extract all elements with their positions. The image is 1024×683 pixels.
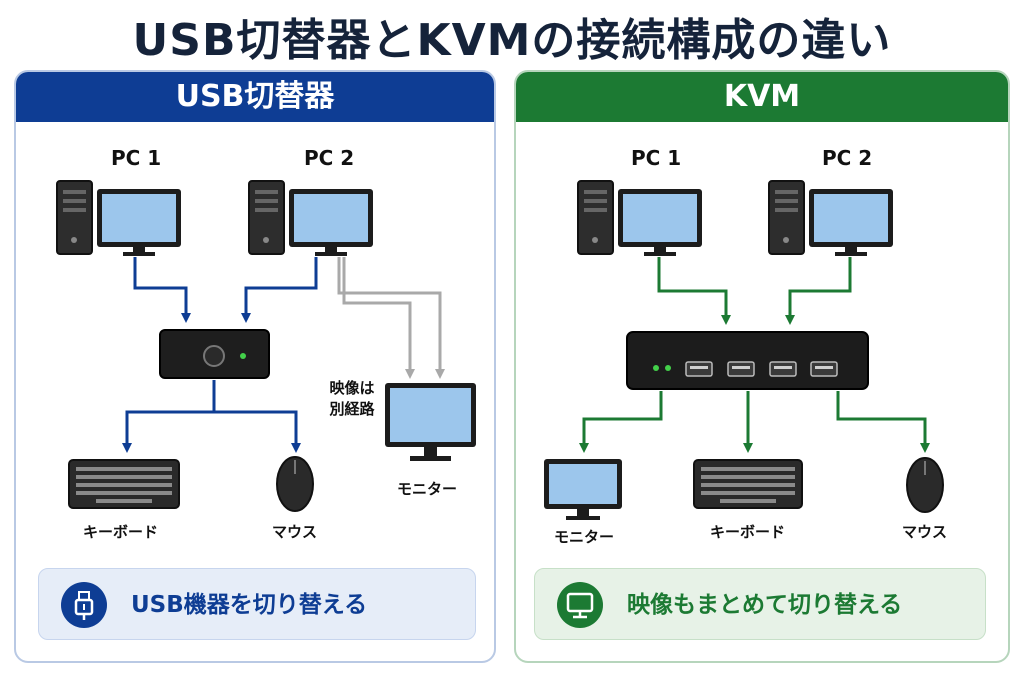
video-separate-note: 映像は別経路 — [329, 379, 375, 418]
usb-keyboard — [68, 459, 180, 509]
video-line-pc2 — [337, 257, 445, 379]
page-title: USB切替器とKVMの接続構成の違い — [132, 15, 892, 66]
kvm-summary-banner: 映像もまとめて切り替える — [534, 568, 986, 640]
power-button-icon — [203, 345, 225, 367]
kvm-line-monitor — [579, 391, 663, 453]
usb-keyboard-label: キーボード — [83, 523, 159, 541]
kvm-line-pc1 — [657, 257, 731, 325]
usb-switch-panel: USB切替器 — [14, 70, 496, 663]
kvm-panel-header: KVM — [516, 72, 1008, 122]
usb-monitor-label: モニター — [397, 480, 458, 498]
kvm-switch-device — [626, 331, 869, 390]
kvm-mouse-label: マウス — [902, 523, 948, 541]
usb-summary-banner: USB機器を切り替える — [38, 568, 476, 640]
usb-line-keyboard — [122, 380, 216, 453]
kvm-panel: KVM — [514, 70, 1010, 663]
kvm-mouse — [906, 457, 944, 513]
kvm-summary-text: 映像もまとめて切り替える — [627, 592, 903, 618]
usb-icon — [61, 582, 107, 628]
kvm-line-pc2 — [785, 257, 852, 325]
kvm-keyboard-label: キーボード — [710, 523, 786, 541]
kvm-pc1 — [577, 180, 702, 256]
kvm-line-mouse — [836, 391, 930, 453]
usb-mouse — [276, 456, 314, 512]
video-line-pc2-b — [342, 257, 415, 379]
usb-pc1 — [56, 180, 181, 256]
kvm-monitor-label: モニター — [554, 528, 615, 546]
monitor-icon — [557, 582, 603, 628]
usb-line-pc1 — [133, 257, 191, 323]
kvm-pc2 — [768, 180, 893, 256]
kvm-keyboard — [693, 459, 803, 509]
status-led-icon-2 — [665, 365, 671, 371]
usb-monitor — [385, 383, 476, 461]
usb-switch-device — [159, 329, 270, 379]
usb-pc1-label: PC 1 — [111, 146, 162, 170]
status-led-icon — [653, 365, 659, 371]
usb-panel-header: USB切替器 — [16, 72, 494, 122]
kvm-pc1-label: PC 1 — [631, 146, 682, 170]
kvm-pc2-label: PC 2 — [822, 146, 873, 170]
usb-mouse-label: マウス — [272, 523, 318, 541]
usb-line-pc2 — [241, 257, 318, 323]
status-led-icon — [240, 353, 246, 359]
usb-summary-text: USB機器を切り替える — [131, 592, 368, 618]
kvm-monitor — [544, 459, 622, 520]
usb-line-mouse — [214, 410, 301, 453]
usb-pc2-label: PC 2 — [304, 146, 355, 170]
usb-pc2 — [248, 180, 373, 256]
